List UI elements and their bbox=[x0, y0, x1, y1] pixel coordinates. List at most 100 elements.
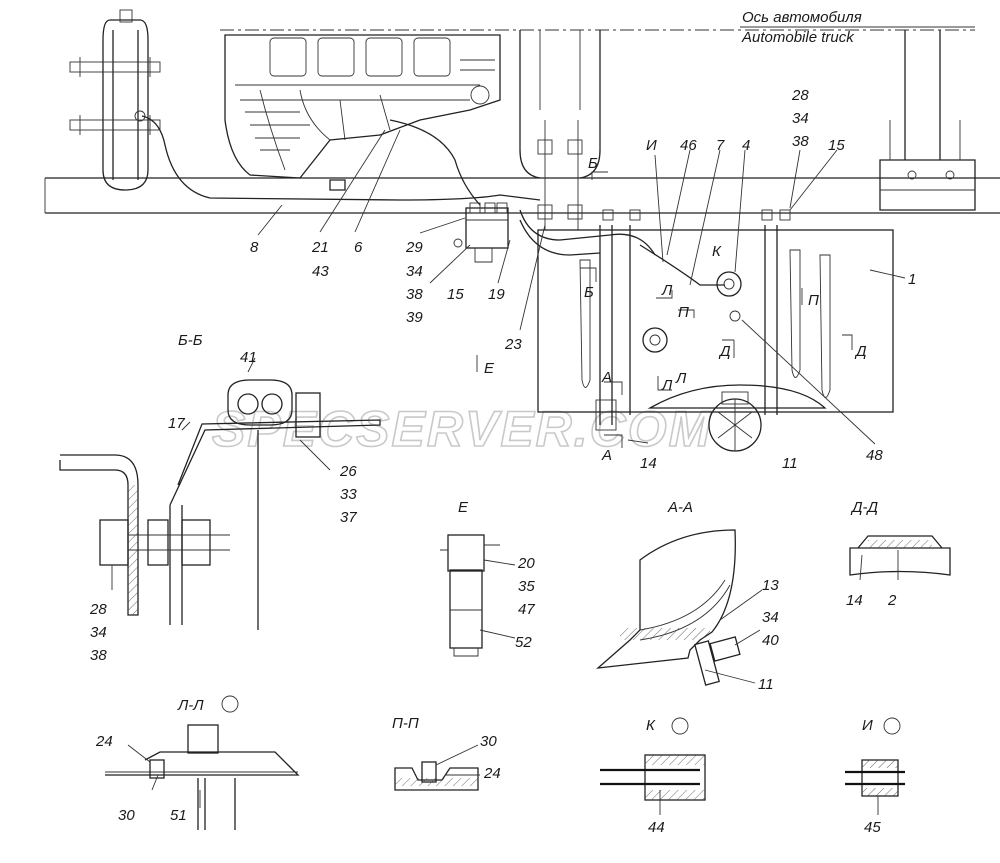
callout-label: К bbox=[712, 243, 722, 260]
callout-label: 24 bbox=[483, 765, 501, 782]
view-ll-title: Л-Л bbox=[177, 697, 204, 714]
view-dd-title: Д-Д bbox=[850, 499, 879, 516]
callout-label: 2 bbox=[887, 592, 897, 609]
rotated-view-symbol bbox=[883, 717, 901, 735]
callout-label: 34 bbox=[406, 263, 423, 280]
callout-label: 11 bbox=[782, 455, 798, 472]
callout-label: 11 bbox=[758, 676, 774, 693]
section-arrow bbox=[842, 334, 853, 350]
view-bb-title: Б-Б bbox=[178, 332, 203, 349]
section-hatch bbox=[645, 790, 705, 800]
strip-hatch bbox=[868, 540, 932, 548]
tube bbox=[237, 393, 259, 415]
callout-label: 44 bbox=[648, 819, 665, 836]
view-pp: П-П 30 24 bbox=[392, 715, 501, 791]
callout-label: 15 bbox=[447, 286, 464, 303]
section-arrow bbox=[604, 434, 623, 448]
callout-label: 45 bbox=[864, 819, 881, 836]
cross-member-detail bbox=[880, 120, 975, 191]
leader-line bbox=[127, 744, 201, 808]
callout-label: 14 bbox=[846, 592, 863, 609]
leader-line bbox=[789, 149, 838, 211]
tank-wall-section bbox=[849, 547, 951, 576]
view-aa: А-А 13 34 40 11 bbox=[596, 499, 779, 693]
axis-label-en: Automobile truck bbox=[741, 29, 855, 46]
leader-line bbox=[689, 149, 721, 286]
tube-51 bbox=[197, 778, 236, 830]
section-hatch bbox=[395, 778, 478, 786]
coarse-filter-assembly bbox=[453, 202, 509, 263]
callout-label: 26 bbox=[339, 463, 357, 480]
callout-label: 28 bbox=[89, 601, 107, 618]
section-mark: П bbox=[678, 304, 689, 321]
leader-line bbox=[479, 559, 516, 639]
callout-label: 15 bbox=[828, 137, 845, 154]
leader-line bbox=[319, 129, 386, 233]
cross-member-bolt bbox=[907, 170, 917, 180]
view-e-title: Е bbox=[458, 499, 469, 516]
section-mark: А bbox=[601, 369, 612, 386]
clamp-41 bbox=[227, 379, 293, 426]
leader-line bbox=[704, 589, 763, 684]
section-mark: Л bbox=[675, 370, 687, 387]
tube bbox=[845, 770, 905, 786]
leader-line bbox=[419, 217, 466, 234]
view-bb: Б-Б 41 17 26 33 37 28 34 38 bbox=[59, 332, 381, 664]
frame-profile bbox=[59, 454, 139, 616]
section-arrow bbox=[580, 267, 597, 282]
main-view: Ось автомобиля Automobile truck bbox=[44, 9, 1000, 472]
leader-line bbox=[181, 357, 331, 471]
hose bbox=[519, 209, 656, 256]
filter-bowl-52 bbox=[449, 569, 483, 649]
leader-line bbox=[435, 744, 480, 776]
section-hatch bbox=[620, 628, 710, 640]
tank-section-wall bbox=[596, 529, 736, 669]
callout-label: 38 bbox=[406, 286, 423, 303]
tube bbox=[261, 393, 283, 415]
fuel-tank bbox=[537, 209, 894, 452]
view-k: К 44 bbox=[600, 717, 706, 836]
callout-label: 33 bbox=[340, 486, 357, 503]
section-hatch bbox=[862, 788, 898, 796]
callout-label: 35 bbox=[518, 578, 535, 595]
callout-label: 34 bbox=[762, 609, 779, 626]
view-i: И 45 bbox=[845, 717, 905, 836]
callout-label: 47 bbox=[518, 601, 535, 618]
callout-label: 24 bbox=[95, 733, 113, 750]
leader-line bbox=[789, 149, 801, 209]
cross-member-bolt bbox=[945, 170, 955, 180]
callout-label: 29 bbox=[405, 239, 423, 256]
leader-line bbox=[869, 269, 906, 279]
view-ll: Л-Л 24 30 51 bbox=[95, 695, 300, 830]
callout-label: 28 bbox=[791, 87, 809, 104]
section-mark: А bbox=[601, 447, 612, 464]
tube bbox=[600, 768, 700, 786]
center-cross-member-inner bbox=[539, 30, 581, 230]
callout-label: 51 bbox=[170, 807, 187, 824]
leader-line bbox=[666, 149, 691, 256]
callout-label: 21 bbox=[311, 239, 329, 256]
rotated-view-symbol bbox=[671, 717, 689, 735]
section-hatch bbox=[645, 755, 705, 765]
callout-label: 1 bbox=[908, 271, 916, 288]
leader-line bbox=[257, 204, 283, 236]
callout-label: 52 bbox=[515, 634, 532, 651]
section-arrow bbox=[604, 381, 623, 395]
section-arrow bbox=[591, 171, 608, 180]
cross-member bbox=[879, 30, 976, 211]
nut bbox=[567, 204, 583, 220]
section-arrow bbox=[657, 376, 672, 391]
section-mark: Б bbox=[588, 155, 598, 172]
callout-label: 20 bbox=[517, 555, 535, 572]
callout-label: 37 bbox=[340, 509, 357, 526]
callout-label: 17 bbox=[168, 415, 185, 432]
leader-line bbox=[497, 239, 511, 284]
flange bbox=[105, 751, 300, 776]
view-e: Е 20 35 47 52 bbox=[440, 499, 535, 657]
callout-label: 41 bbox=[240, 349, 257, 366]
callout-label: 7 bbox=[716, 137, 725, 154]
strip-14 bbox=[857, 535, 943, 549]
section-mark: Д bbox=[718, 343, 731, 360]
leader-line bbox=[519, 224, 546, 331]
